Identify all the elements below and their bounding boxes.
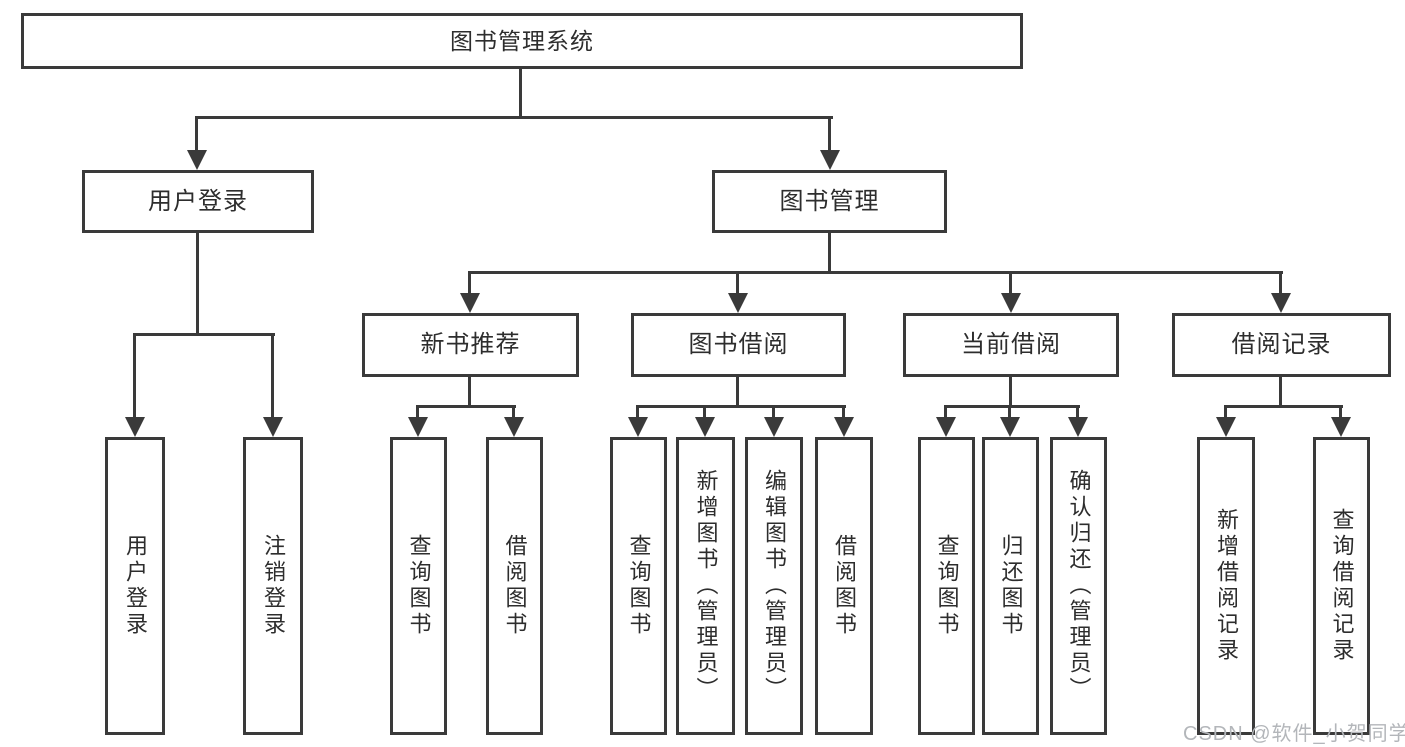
arrow-borrow-records [1271, 293, 1291, 313]
connector-stem-cb-confirm [1076, 405, 1079, 421]
arrow-bb-add [695, 417, 715, 437]
connector-stem-leaf-logout [271, 333, 274, 419]
arrow-br-add [1216, 417, 1236, 437]
connector-stem-bb-query [636, 405, 639, 421]
connector-root-hline [195, 116, 833, 119]
connector-stem-current-borrow [1009, 271, 1012, 295]
arrow-bb-edit [764, 417, 784, 437]
node-user-login: 用户登录 [82, 170, 314, 233]
connector-stem-br-query [1339, 405, 1342, 421]
connector-borrow-records-hline [1224, 405, 1343, 408]
leaf-nb-query-books: 查询图书 [390, 437, 447, 735]
connector-user-login-stem [196, 233, 199, 335]
connector-new-book-hline [416, 405, 516, 408]
connector-new-book-stem [468, 377, 471, 407]
node-book-borrow: 图书借阅 [631, 313, 846, 377]
arrow-leaf-user-login [125, 417, 145, 437]
connector-stem-book-management [828, 116, 831, 152]
connector-book-management-stem [828, 233, 831, 273]
arrow-cb-return [1000, 417, 1020, 437]
connector-current-borrow-stem [1009, 377, 1012, 407]
connector-book-borrow-stem [736, 377, 739, 407]
csdn-watermark: CSDN @软件_小贺同学 [1183, 723, 1405, 745]
connector-stem-bb-borrow [842, 405, 845, 421]
connector-book-management-hline [468, 271, 1283, 274]
node-current-borrow: 当前借阅 [903, 313, 1119, 377]
arrow-user-login [187, 150, 207, 170]
arrow-bb-query [628, 417, 648, 437]
leaf-user-login: 用户登录 [105, 437, 165, 735]
arrow-nb-borrow [504, 417, 524, 437]
arrow-book-management [820, 150, 840, 170]
connector-stem-bb-add [703, 405, 706, 421]
arrow-cb-confirm [1068, 417, 1088, 437]
arrow-book-borrow [728, 293, 748, 313]
arrow-current-borrow [1001, 293, 1021, 313]
connector-current-borrow-hline [944, 405, 1080, 408]
arrow-cb-query [936, 417, 956, 437]
leaf-cb-query-books: 查询图书 [918, 437, 975, 735]
node-new-book-recommend: 新书推荐 [362, 313, 579, 377]
connector-stem-user-login [195, 116, 198, 152]
connector-stem-nb-borrow [512, 405, 515, 421]
connector-stem-cb-query [944, 405, 947, 421]
connector-stem-new-book [468, 271, 471, 295]
node-library-system: 图书管理系统 [21, 13, 1023, 69]
leaf-br-query-record: 查询借阅记录 [1313, 437, 1370, 735]
leaf-logout: 注销登录 [243, 437, 303, 735]
node-borrow-records: 借阅记录 [1172, 313, 1391, 377]
leaf-bb-edit-books-admin: 编辑图书（管理员） [745, 437, 803, 735]
leaf-bb-query-books: 查询图书 [610, 437, 667, 735]
arrow-br-query [1331, 417, 1351, 437]
connector-root-stem [519, 68, 522, 118]
connector-stem-cb-return [1008, 405, 1011, 421]
leaf-bb-borrow-books: 借阅图书 [815, 437, 873, 735]
arrow-nb-query [408, 417, 428, 437]
connector-stem-leaf-user-login [133, 333, 136, 419]
connector-stem-book-borrow [736, 271, 739, 295]
leaf-br-add-record: 新增借阅记录 [1197, 437, 1255, 735]
arrow-bb-borrow [834, 417, 854, 437]
connector-book-borrow-hline [636, 405, 846, 408]
arrow-leaf-logout [263, 417, 283, 437]
connector-stem-br-add [1224, 405, 1227, 421]
connector-stem-nb-query [416, 405, 419, 421]
connector-stem-borrow-records [1279, 271, 1282, 295]
connector-borrow-records-stem [1279, 377, 1282, 407]
connector-stem-bb-edit [772, 405, 775, 421]
connector-user-login-hline [133, 333, 275, 336]
leaf-cb-return-books: 归还图书 [982, 437, 1039, 735]
leaf-cb-confirm-return-admin: 确认归还（管理员） [1050, 437, 1107, 735]
node-book-management: 图书管理 [712, 170, 947, 233]
arrow-new-book [460, 293, 480, 313]
leaf-nb-borrow-books: 借阅图书 [486, 437, 543, 735]
leaf-bb-add-books-admin: 新增图书（管理员） [676, 437, 735, 735]
